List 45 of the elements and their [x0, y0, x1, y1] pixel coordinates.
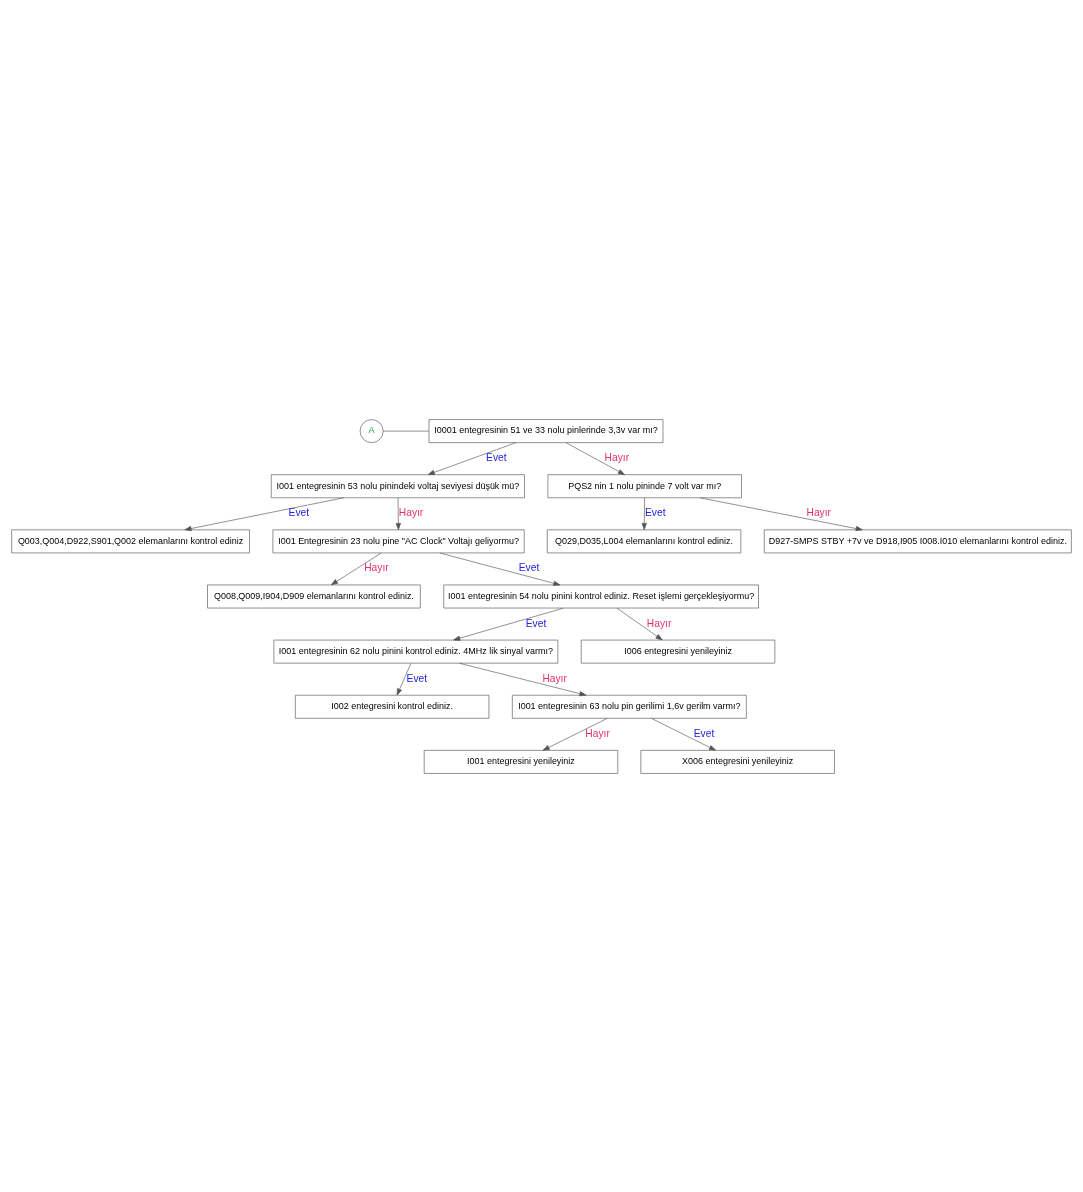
connector	[382, 430, 430, 431]
node-box: I006 entegresini yenileyiniz	[580, 639, 776, 663]
node-box: I001 entegresinin 63 nolu pin gerilimi 1,6v gerilm varmı?	[512, 694, 747, 719]
edge-label: Evet	[486, 451, 507, 463]
edge-label: Hayır	[364, 561, 389, 573]
node-box: I002 entegresini kontrol ediniz.	[295, 694, 490, 719]
edge-label: Evet	[518, 561, 540, 573]
edge-label: Hayır	[646, 617, 672, 628]
node-box: Q003,Q004,D922,S901,Q002 elemanlarını kontrol ediniz	[11, 529, 250, 553]
arrow	[565, 441, 625, 475]
edge-label: Hayır	[542, 672, 567, 684]
node-box: I001 Entegresinin 23 nolu pine "AC Clock" Voltajı geliyormu?	[272, 529, 525, 553]
arrow	[699, 497, 863, 531]
node-box: I001 entegresinin 54 nolu pinini kontrol ediniz. Reset işlemi gerçekleşiyormu?	[443, 584, 759, 608]
arrow	[439, 552, 561, 586]
edge-label: Hayır	[398, 506, 424, 518]
arrow	[641, 497, 647, 530]
arrow	[330, 552, 382, 585]
node-box: I0001 entegresinin 51 ve 33 nolu pinlerinde 3,3v var mı?	[428, 418, 664, 443]
arrow	[616, 607, 663, 640]
node-box: I001 entegresinin 62 nolu pinini kontrol ediniz. 4MHz lik sinyal varmı?	[273, 639, 559, 663]
arrow	[395, 497, 401, 530]
arrow	[427, 441, 517, 475]
edge-label: Evet	[645, 506, 666, 518]
node-circle: A	[359, 418, 384, 443]
arrow	[542, 717, 608, 751]
edge-label: Evet	[693, 727, 715, 739]
node-box: I001 entegresinin 53 nolu pinindeki voltaj seviyesi düşük mü?	[270, 473, 525, 498]
node-box: Q008,Q009,I904,D909 elemanlarını kontrol ediniz.	[207, 584, 421, 608]
edge-label: Evet	[525, 617, 547, 628]
node-box: X006 entegresini yenileyiniz	[640, 749, 835, 774]
edge-label: Hayır	[585, 727, 610, 739]
edge-label: Evet	[406, 672, 428, 684]
node-box: D927-SMPS STBY +7v ve D918,I905 I008.I010 elemanlarını kontrol ediniz.	[763, 529, 1072, 553]
node-box: I001 entegresini yenileyiniz	[423, 749, 619, 774]
edge-label: Hayır	[806, 506, 832, 518]
edge-label: Evet	[288, 506, 310, 518]
arrow	[396, 662, 412, 695]
arrow	[184, 497, 344, 531]
node-box: Q029,D035,L004 elemanlarını kontrol ediniz.	[546, 529, 742, 553]
arrow	[651, 717, 717, 751]
arrow	[453, 607, 564, 641]
edge-label: Hayır	[604, 451, 630, 463]
node-box: PQS2 nin 1 nolu pininde 7 volt var mı?	[547, 473, 742, 498]
arrow	[459, 662, 587, 696]
